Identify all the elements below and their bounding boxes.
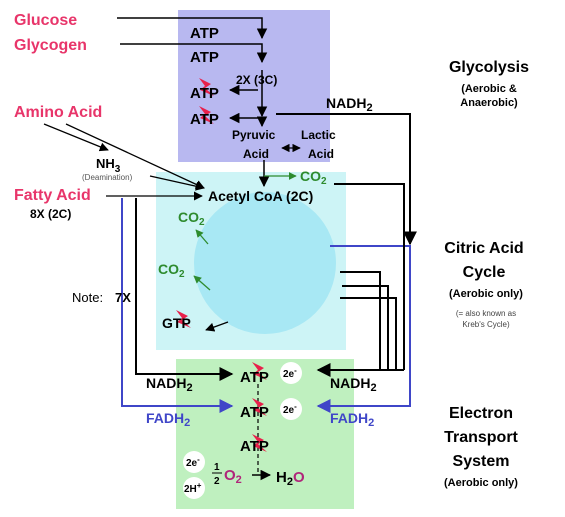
ets-atp-3: ATP [240, 438, 269, 455]
glycolysis-sub-2: Anaerobic) [460, 97, 518, 109]
gtp-label: GTP [162, 315, 191, 331]
oxygen-label: O2 [224, 467, 242, 486]
note-label: Note: [72, 290, 103, 305]
half-numerator: 1 [214, 462, 220, 473]
glycolysis-nadh-line [276, 113, 417, 246]
citric-nadh-line-2 [342, 285, 389, 370]
mitochondria-circle [194, 192, 336, 334]
glycogen-arrow [120, 43, 268, 64]
amino-to-nh3-arrow [43, 123, 109, 152]
ets-atp-2: ATP [240, 404, 269, 421]
atp-label-3: ATP [190, 85, 219, 102]
fatty-nadh-line [135, 198, 234, 381]
co2-a-arrow [195, 229, 209, 245]
ets-panel [176, 359, 354, 509]
glycogen-label: Glycogen [14, 37, 87, 54]
electron-label-2: 2e- [283, 402, 297, 416]
electron-circle-3 [183, 451, 205, 473]
glycolysis-sub-1: (Aerobic & [461, 83, 517, 95]
ets-sub: (Aerobic only) [444, 477, 518, 489]
half-denominator: 2 [214, 476, 220, 487]
glycolysis-title: Glycolysis [449, 59, 529, 76]
pyruvic-label-1: Pyruvic [232, 128, 276, 142]
glucose-arrow [117, 17, 268, 40]
citric-nadh-line-3 [340, 297, 397, 370]
atp-label-1: ATP [190, 25, 219, 42]
electron-circle-2 [280, 398, 302, 420]
ets-atp-1: ATP [240, 369, 269, 386]
ets-fadh-left: FADH2 [146, 410, 190, 429]
glucose-label: Glucose [14, 12, 77, 29]
co2-a-label: CO2 [178, 209, 205, 228]
proton-circle [183, 477, 205, 499]
ets-nadh-right: NADH2 [330, 375, 377, 394]
split-label: 2X (3C) [236, 73, 277, 87]
ets-fadh-right: FADH2 [330, 410, 374, 429]
ets-nadh-left: NADH2 [146, 375, 193, 394]
proton-label: 2H+ [184, 481, 202, 495]
co2-b-label: CO2 [158, 261, 185, 280]
acetyl-coa-label: Acetyl CoA (2C) [208, 188, 313, 204]
amino-to-acetyl-arrow [65, 123, 205, 189]
fatty-fadh-line [121, 198, 234, 413]
acetyl-nadh-line [334, 183, 405, 370]
nh3-to-acetyl-arrow [149, 175, 205, 191]
nh3-label: NH3 [96, 156, 121, 175]
co2-b-arrow [193, 275, 211, 291]
atp-label-4: ATP [190, 111, 219, 128]
gtp-arrow [205, 321, 229, 332]
co2-top-label: CO2 [300, 168, 327, 187]
ets-title-3: System [453, 453, 510, 470]
citric-nadh-line-1 [340, 271, 381, 370]
fatty-acid-label: Fatty Acid [14, 187, 91, 204]
atp-label-2: ATP [190, 49, 219, 66]
fatty-multiplier: 8X (2C) [30, 207, 71, 221]
ets-title-2: Transport [444, 429, 518, 446]
note-multiplier: 7X [115, 290, 131, 305]
glycolysis-nadh-label: NADH2 [326, 95, 373, 114]
citric-title-1: Citric Acid [444, 240, 523, 257]
pyruvic-label-2: Acid [243, 147, 269, 161]
citric-sub: (Aerobic only) [449, 288, 523, 300]
citric-note-2: Kreb's Cycle) [462, 320, 510, 329]
glycolysis-panel [178, 10, 330, 162]
citric-fadh-line [316, 245, 411, 413]
electron-circle-1 [280, 362, 302, 384]
water-label: H2O [276, 469, 305, 488]
citric-note-1: (= also known as [456, 309, 516, 318]
lactic-label-1: Lactic [301, 128, 336, 142]
electron-label-1: 2e- [283, 366, 297, 380]
atp-bolt-icon [176, 78, 267, 452]
lactic-label-2: Acid [308, 147, 334, 161]
deamination-label: (Deamination) [82, 173, 133, 182]
electron-label-3: 2e- [186, 455, 200, 469]
citric-title-2: Cycle [463, 264, 506, 281]
amino-acid-label: Amino Acid [14, 104, 102, 121]
ets-title-1: Electron [449, 405, 513, 422]
